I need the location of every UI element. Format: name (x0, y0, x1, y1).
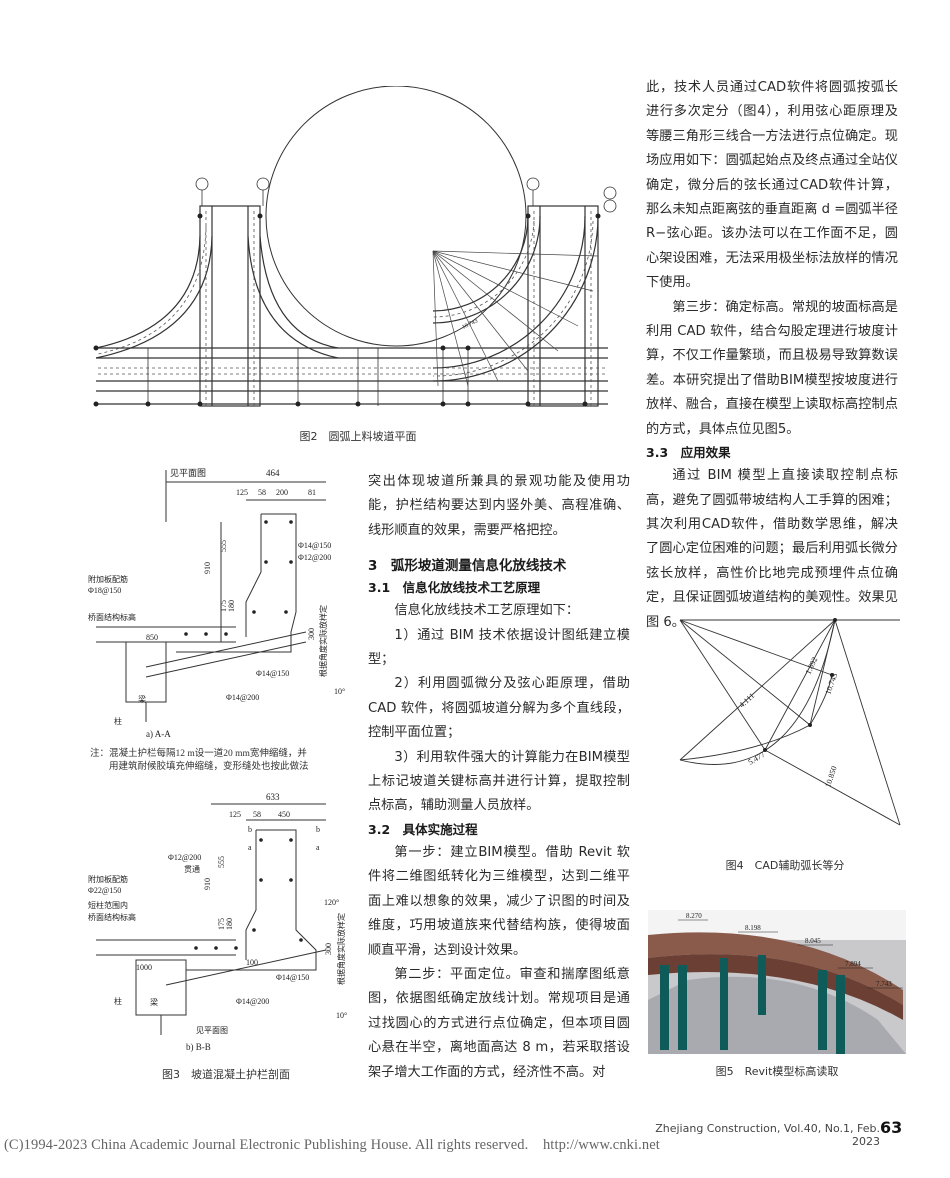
svg-text:175: 175 (219, 600, 228, 612)
svg-text:Φ14@150: Φ14@150 (298, 541, 331, 550)
continued-paragraph: 此，技术人员通过CAD软件将圆弧按弧长进行多次定分（图4），利用弦心距原理及等腰… (646, 80, 898, 291)
svg-text:910: 910 (203, 878, 212, 890)
level-1: 8.270 (686, 912, 702, 920)
level-5: 7.743 (876, 980, 892, 988)
figure-3a-note: 注：混凝土护栏每隔12 m设一道20 mm宽伸缩缝，并 用建筑耐候胶填充伸缩缝，… (90, 749, 309, 772)
ramp-plan-drawing: 10.743 (93, 85, 617, 407)
svg-text:120°: 120° (324, 898, 339, 907)
svg-text:125: 125 (229, 810, 241, 819)
svg-text:b: b (248, 825, 252, 834)
grid-axis-labels (195, 177, 617, 213)
svg-text:180: 180 (225, 918, 234, 930)
step-2-paragraph: 第二步：平面定位。审查和揣摩图纸意图，依据图纸确定放线计划。常规项目是通过找圆心… (368, 966, 630, 1080)
svg-text:300: 300 (324, 943, 333, 955)
svg-text:短柱范围内: 短柱范围内 (88, 900, 128, 910)
section-3-2-heading: 3.2 具体实施过程 (368, 821, 478, 837)
svg-text:梁: 梁 (150, 998, 158, 1007)
principle-item-3: 3）利用软件强大的计算能力在BIM模型上标记坡道关键标高并进行计算，提取控制点标… (368, 749, 630, 814)
svg-text:Φ22@150: Φ22@150 (88, 886, 121, 895)
svg-text:b: b (316, 825, 320, 834)
figure-4-caption: 图4 CAD辅助弧长等分 (725, 859, 845, 872)
application-effect-paragraph: 通过 BIM 模型上直接读取控制点标高，避免了圆弧带坡结构人工手算的困难；其次利… (646, 468, 898, 630)
step-1-paragraph: 第一步：建立BIM模型。借助 Revit 软件将二维图纸转化为三维模型，达到二维… (368, 844, 630, 958)
svg-text:464: 464 (266, 468, 280, 478)
svg-text:a: a (248, 843, 252, 852)
journal-info: Zhejiang Construction, Vol.40, No.1, Feb… (655, 1122, 880, 1148)
svg-text:450: 450 (278, 810, 290, 819)
svg-text:Φ14@150: Φ14@150 (276, 973, 309, 982)
fig2-dim: 10.743 (461, 318, 478, 330)
svg-text:100: 100 (246, 958, 258, 967)
svg-text:根据角度实际放样定: 根据角度实际放样定 (318, 605, 328, 677)
svg-text:见平面图: 见平面图 (170, 468, 206, 478)
step-3-paragraph: 第三步：确定标高。常规的坡面标高是利用 CAD 软件，结合勾股定理进行坡度计算，… (646, 299, 898, 437)
svg-text:850: 850 (146, 633, 158, 642)
figure-4: 1.892 10.743 4.111 5.477 10.850 (660, 580, 910, 850)
svg-text:Φ12@200: Φ12@200 (168, 853, 201, 862)
svg-text:10°: 10° (334, 687, 345, 696)
svg-text:10°: 10° (336, 1011, 347, 1020)
svg-text:b) B-B: b) B-B (186, 1042, 211, 1052)
svg-text:Φ18@150: Φ18@150 (88, 586, 121, 595)
svg-text:58: 58 (253, 810, 261, 819)
svg-text:58: 58 (258, 488, 266, 497)
level-2: 8.198 (745, 924, 761, 932)
svg-text:125: 125 (236, 488, 248, 497)
svg-text:柱: 柱 (114, 996, 122, 1006)
svg-text:555: 555 (217, 856, 226, 868)
svg-text:Φ12@200: Φ12@200 (298, 553, 331, 562)
section-3-3-heading: 3.3 应用效果 (646, 445, 731, 461)
svg-text:附加板配筋: 附加板配筋 (88, 574, 128, 584)
fig4-label-2: 10.743 (823, 672, 839, 696)
section-3-1-heading: 3.1 信息化放线技术工艺原理 (368, 580, 541, 596)
svg-text:柱: 柱 (114, 716, 122, 726)
svg-text:附加板配筋: 附加板配筋 (88, 874, 128, 884)
svg-text:见平面图: 见平面图 (196, 1026, 228, 1035)
level-4: 7.894 (845, 960, 861, 968)
figure-2-caption: 图2 圆弧上料坡道平面 (299, 430, 417, 443)
svg-text:200: 200 (276, 488, 288, 497)
svg-text:555: 555 (219, 540, 228, 552)
intro-paragraph: 突出体现坡道所兼具的景观功能及使用功能，护栏结构要达到内竖外美、高程准确、线形顺… (368, 474, 630, 538)
svg-text:桥面结构标高: 桥面结构标高 (88, 912, 136, 922)
svg-text:Φ14@150: Φ14@150 (256, 669, 289, 678)
svg-text:175: 175 (217, 918, 226, 930)
copyright-line: (C)1994-2023 China Academic Journal Elec… (4, 1137, 660, 1153)
svg-text:180: 180 (227, 600, 236, 612)
svg-text:根据角度实际放样定: 根据角度实际放样定 (336, 913, 346, 985)
svg-text:桥面结构标高: 桥面结构标高 (88, 612, 136, 622)
section-3-heading: 3 弧形坡道测量信息化放线技术 (368, 558, 567, 575)
principle-item-2: 2）利用圆弧微分及弦心距原理，借助 CAD 软件，将圆弧坡道分解为多个直线段，控… (368, 676, 630, 741)
svg-text:633: 633 (266, 792, 280, 802)
figure-3a: 见平面图 464 125 58 200 81 910 555 175 180 Φ… (86, 462, 366, 772)
svg-text:a: a (316, 843, 320, 852)
svg-text:910: 910 (203, 562, 212, 574)
figure-5-caption: 图5 Revit模型标高读取 (715, 1065, 839, 1078)
svg-text:300: 300 (307, 628, 316, 640)
principle-item-1: 1）通过 BIM 技术依据设计图纸建立模型； (368, 627, 630, 668)
svg-text:Φ14@200: Φ14@200 (236, 997, 269, 1006)
right-column: 此，技术人员通过CAD软件将圆弧按弧长进行多次定分（图4），利用弦心距原理及等腰… (646, 76, 898, 635)
level-3: 8.045 (805, 937, 821, 945)
principle-intro: 信息化放线技术工艺原理如下： (394, 603, 580, 619)
fig4-label-4: 5.477 (747, 750, 767, 767)
svg-text:梁: 梁 (138, 695, 146, 704)
svg-text:Φ14@200: Φ14@200 (226, 693, 259, 702)
figure-5: 8.270 8.198 8.045 7.894 7.743 (648, 910, 906, 1054)
svg-text:a) A-A: a) A-A (146, 729, 171, 739)
figure-2: 10.743 (88, 85, 628, 416)
fig4-label-1: 1.892 (804, 656, 820, 676)
svg-text:1000: 1000 (136, 963, 152, 972)
middle-column: 突出体现坡道所兼具的景观功能及使用功能，护栏结构要达到内竖外美、高程准确、线形顺… (368, 470, 630, 1085)
page-number: 63 (880, 1118, 903, 1137)
svg-text:81: 81 (308, 488, 316, 497)
figure-3-caption: 图3 坡道混凝土护栏剖面 (162, 1068, 290, 1081)
svg-text:贯通: 贯通 (184, 864, 200, 874)
figure-3b: 633 125 58 450 b b a a Φ12@200 贯通 附加板配筋 … (86, 790, 366, 1065)
fig4-label-5: 10.850 (823, 765, 838, 789)
